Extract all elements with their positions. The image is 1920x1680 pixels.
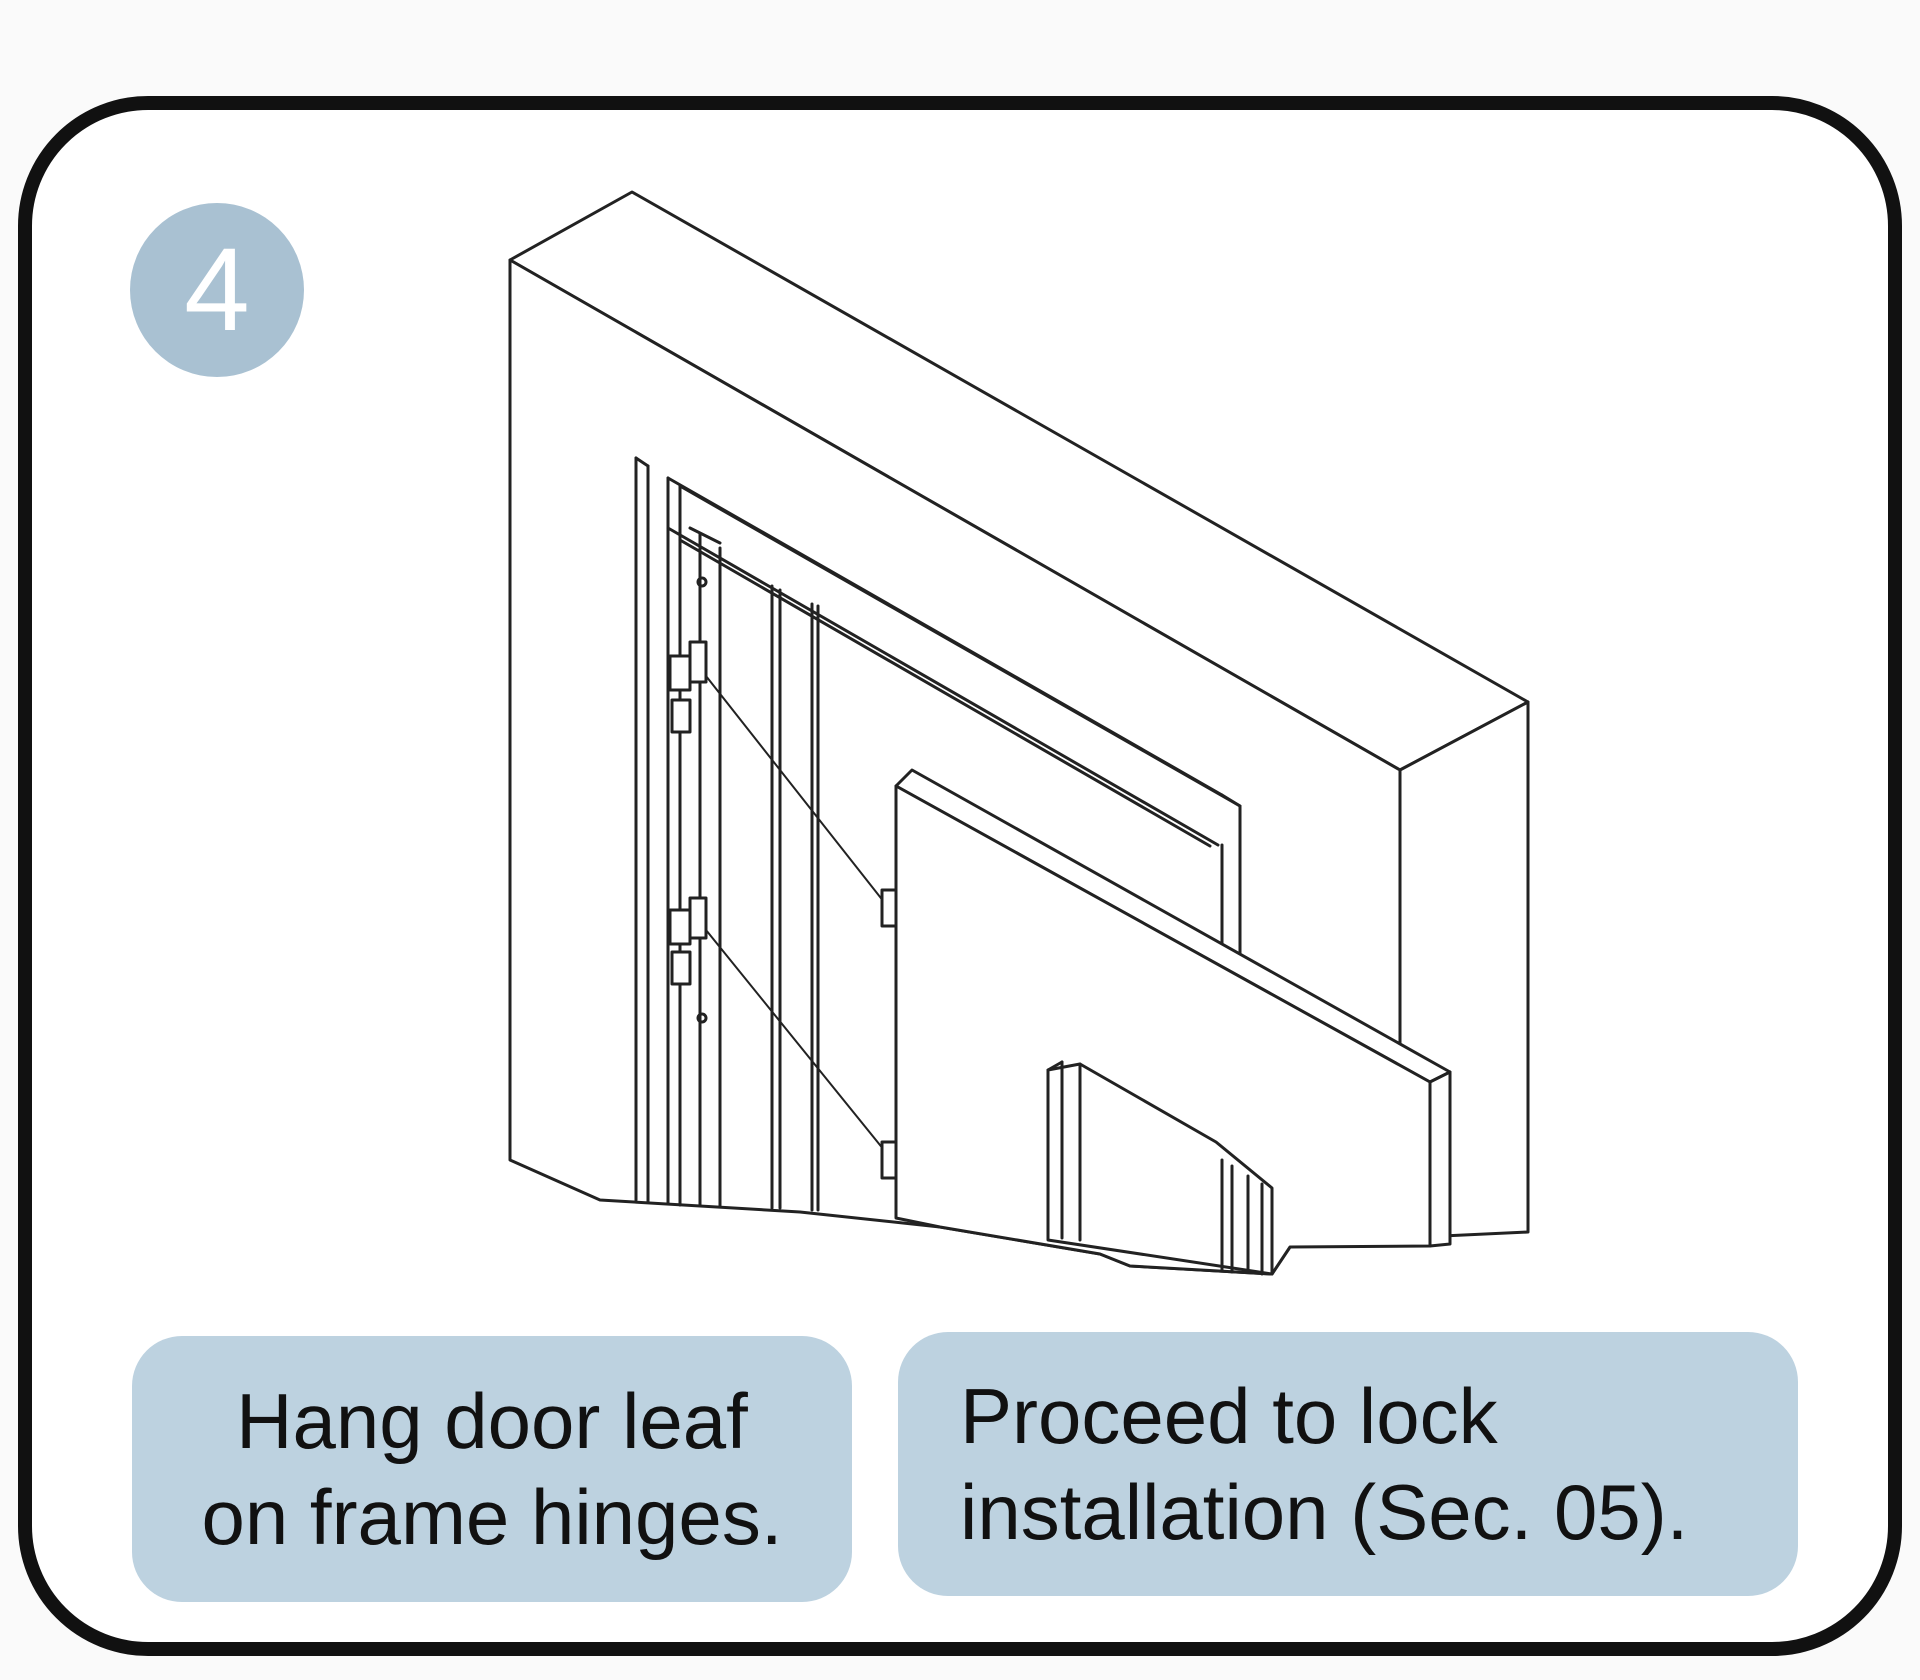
caption-proceed-to-lock: Proceed to lock installation (Sec. 05). [898, 1332, 1798, 1596]
caption-right-text: Proceed to lock installation (Sec. 05). [960, 1372, 1689, 1556]
caption-left-text: Hang door leaf on frame hinges. [201, 1377, 783, 1561]
frame-hinges [668, 576, 708, 1024]
frame-cutaway [1046, 1060, 1274, 1276]
door-frame [634, 456, 1242, 1234]
caption-hang-door-leaf: Hang door leaf on frame hinges. [132, 1336, 852, 1602]
step-number: 4 [184, 224, 250, 356]
opening-grooves [770, 584, 820, 1212]
alignment-guide-lines [705, 675, 885, 1151]
step-number-badge: 4 [130, 203, 304, 377]
door-leaf [880, 768, 1452, 1276]
